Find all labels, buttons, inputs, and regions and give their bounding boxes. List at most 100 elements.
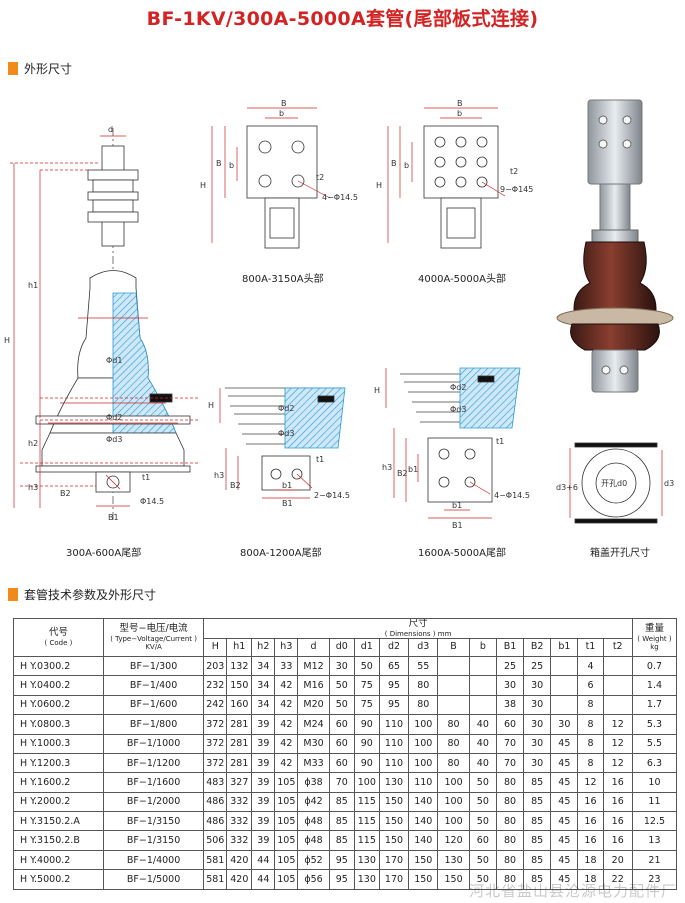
head-large-t2: t2 [510, 167, 518, 176]
cell-dimension: 90 [353, 752, 380, 774]
cell-dimension: 110 [378, 733, 410, 754]
label-h3: h3 [28, 483, 38, 492]
head-large-B: B [457, 99, 463, 108]
cell-dimension: 327 [226, 772, 253, 793]
cell-dimension: 16 [602, 791, 633, 813]
cell-code: H Y.0300.2 [13, 655, 104, 677]
cell-dimension: 42 [274, 733, 299, 754]
cell-weight: 5.5 [631, 733, 678, 754]
cell-dimension: 170 [378, 849, 410, 871]
cell-dimension: 95 [328, 869, 355, 890]
cell-dimension: 506 [203, 830, 228, 851]
cell-code: H Y.4000.2 [13, 849, 104, 871]
cell-dimension: 420 [226, 849, 253, 871]
cell-dimension: 12 [602, 714, 633, 735]
cell-dimension: 85 [523, 791, 552, 813]
tail-mid-b1: b1 [282, 481, 292, 490]
tail-mid-drawing [219, 387, 346, 499]
cell-dimension: 110 [408, 772, 439, 793]
cell-dimension [437, 655, 470, 677]
cell-code: H Y.3150.2.B [13, 830, 104, 851]
cell-dimension [550, 655, 579, 677]
cell-dimension: 65 [378, 655, 410, 677]
dim-col-header: d [297, 637, 330, 657]
cell-dimension: 70 [495, 752, 525, 774]
cover-hole-drawing [569, 442, 663, 524]
tail-mid-t1: t1 [316, 455, 324, 464]
cell-dimension: 100 [408, 733, 439, 754]
dim-col-header: H [203, 637, 228, 657]
cell-dimension: 281 [226, 733, 253, 754]
cell-dimension: 42 [274, 714, 299, 735]
cell-dimension: 486 [203, 791, 228, 813]
header-model: 型号−电压/电流( Type−Voltage/Current )KV/A [102, 618, 205, 657]
cell-dimension: 105 [274, 849, 299, 871]
tail-mid-d3: Φd3 [278, 429, 294, 438]
cell-dimension: 38 [495, 694, 525, 716]
cell-dimension: 372 [203, 733, 228, 754]
cell-dimension: 75 [353, 694, 380, 716]
tail-large-B2: B2 [397, 469, 408, 478]
cell-weight: 5.3 [631, 714, 678, 735]
cell-code: H Y.1200.3 [13, 752, 104, 774]
tail-mid-B2: B2 [230, 481, 241, 490]
head-large-B-side: B [391, 159, 397, 168]
cell-dimension: 85 [523, 869, 552, 890]
label-B2: B2 [60, 489, 71, 498]
cell-dimension: 105 [274, 791, 299, 813]
dim-col-header: d0 [328, 637, 355, 657]
cell-dimension: 60 [495, 714, 525, 735]
cell-dimension: 40 [468, 752, 497, 774]
cell-model: BF−1/4000 [102, 849, 205, 871]
label-hole-main: Φ14.5 [140, 497, 164, 506]
cell-dimension: 40 [468, 714, 497, 735]
cell-dimension: 50 [468, 772, 497, 793]
head-large-b-side: b [404, 161, 409, 170]
cell-dimension: 581 [203, 849, 228, 871]
cell-dimension: 50 [468, 811, 497, 832]
cell-model: BF−1/800 [102, 714, 205, 735]
cell-dimension: ϕ38 [297, 772, 330, 793]
head-small-b: b [279, 109, 284, 118]
cell-dimension: 30 [523, 675, 552, 696]
tail-mid-H: H [208, 401, 214, 410]
cell-dimension: 42 [274, 675, 299, 696]
tail-large-hole: 4−Φ14.5 [494, 491, 530, 500]
cell-dimension: 203 [203, 655, 228, 677]
cell-dimension: 45 [550, 791, 579, 813]
cell-dimension: 130 [378, 772, 410, 793]
cell-dimension: 55 [408, 655, 439, 677]
cell-dimension: 105 [274, 772, 299, 793]
cell-dimension: 170 [378, 869, 410, 890]
cell-weight: 1.4 [631, 675, 678, 696]
cell-model: BF−1/3150 [102, 830, 205, 851]
cell-dimension: 130 [353, 849, 380, 871]
cell-dimension: 132 [226, 655, 253, 677]
cell-dimension: 90 [353, 714, 380, 735]
cell-dimension: 486 [203, 811, 228, 832]
product-photo [556, 99, 674, 393]
cell-model: BF−1/400 [102, 675, 205, 696]
cell-dimension: 50 [328, 694, 355, 716]
label-d: d [108, 125, 113, 134]
tail-mid-hole: 2−Φ14.5 [314, 491, 350, 500]
cell-dimension: 100 [408, 714, 439, 735]
cell-dimension: 30 [523, 694, 552, 716]
cell-dimension: 12 [577, 772, 604, 793]
tail-large-drawing [385, 367, 521, 519]
cell-dimension: 45 [550, 830, 579, 851]
head-large-drawing [387, 107, 506, 249]
cell-dimension: 372 [203, 714, 228, 735]
cover-right-label: d3 [664, 479, 674, 488]
cell-code: H Y.5000.2 [13, 869, 104, 890]
cell-dimension: ϕ48 [297, 811, 330, 832]
section-header-params: 套管技术参数及外形尺寸 [8, 586, 156, 603]
cell-dimension: 30 [523, 714, 552, 735]
head-small-hole: 4−Φ14.5 [322, 193, 358, 202]
cell-dimension: ϕ42 [297, 791, 330, 813]
cell-dimension: 420 [226, 869, 253, 890]
cell-model: BF−1/2000 [102, 791, 205, 813]
